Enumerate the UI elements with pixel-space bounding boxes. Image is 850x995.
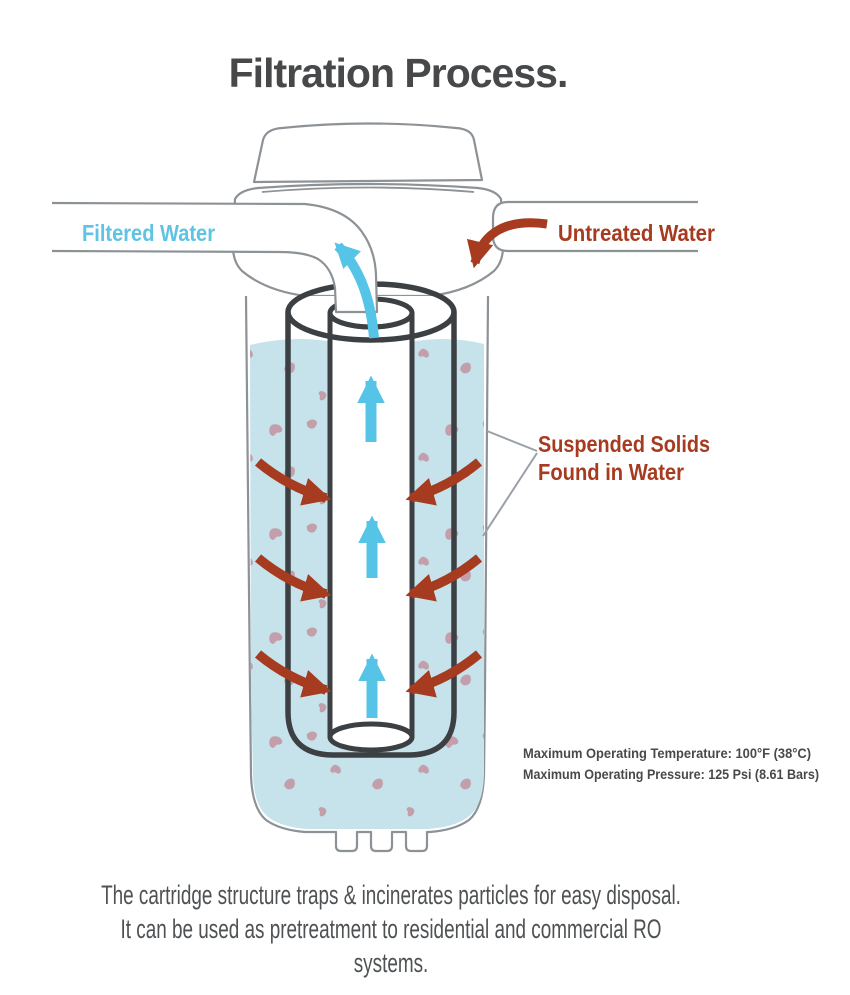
- flow-arrow-up-out: [334, 242, 379, 339]
- inflow-arrow-right-3: [405, 650, 483, 698]
- filtered-water-label: Filtered Water: [82, 220, 215, 246]
- suspended-solids-pointers: [482, 430, 538, 537]
- outlet-pipe-left: [51, 201, 379, 314]
- cartridge-core-bottom: [327, 721, 415, 753]
- cartridge-outer-wall: [285, 310, 457, 758]
- filtered-flow-arrows: [334, 242, 386, 718]
- head-dome: [252, 122, 484, 184]
- caption-line-1: The cartridge structure traps & incinera…: [101, 880, 681, 910]
- inflow-arrow-left-1: [254, 458, 332, 506]
- untreated-water-label: Untreated Water: [558, 220, 715, 246]
- caption-line-2: It can be used as pretreatment to reside…: [120, 914, 662, 978]
- inflow-arrow-right-2: [405, 554, 483, 602]
- inflow-arrow-top: [466, 218, 548, 269]
- caption: The cartridge structure traps & incinera…: [94, 878, 689, 980]
- inflow-arrow-left-2: [254, 554, 332, 602]
- spec-max-temperature: Maximum Operating Temperature: 100°F (38…: [523, 745, 811, 761]
- head-collar-rim: [261, 186, 475, 193]
- page-title: Filtration Process.: [228, 50, 569, 96]
- suspended-solids-label-line2: Found in Water: [538, 459, 684, 485]
- spec-max-pressure: Maximum Operating Pressure: 125 Psi (8.6…: [523, 766, 819, 782]
- inflow-arrow-right-1: [405, 458, 483, 506]
- untreated-flow-arrows: [254, 218, 548, 698]
- inlet-pipe-right: [491, 200, 698, 253]
- suspended-solids-label-line1: Suspended Solids: [538, 431, 710, 457]
- inflow-arrow-left-3: [254, 650, 332, 698]
